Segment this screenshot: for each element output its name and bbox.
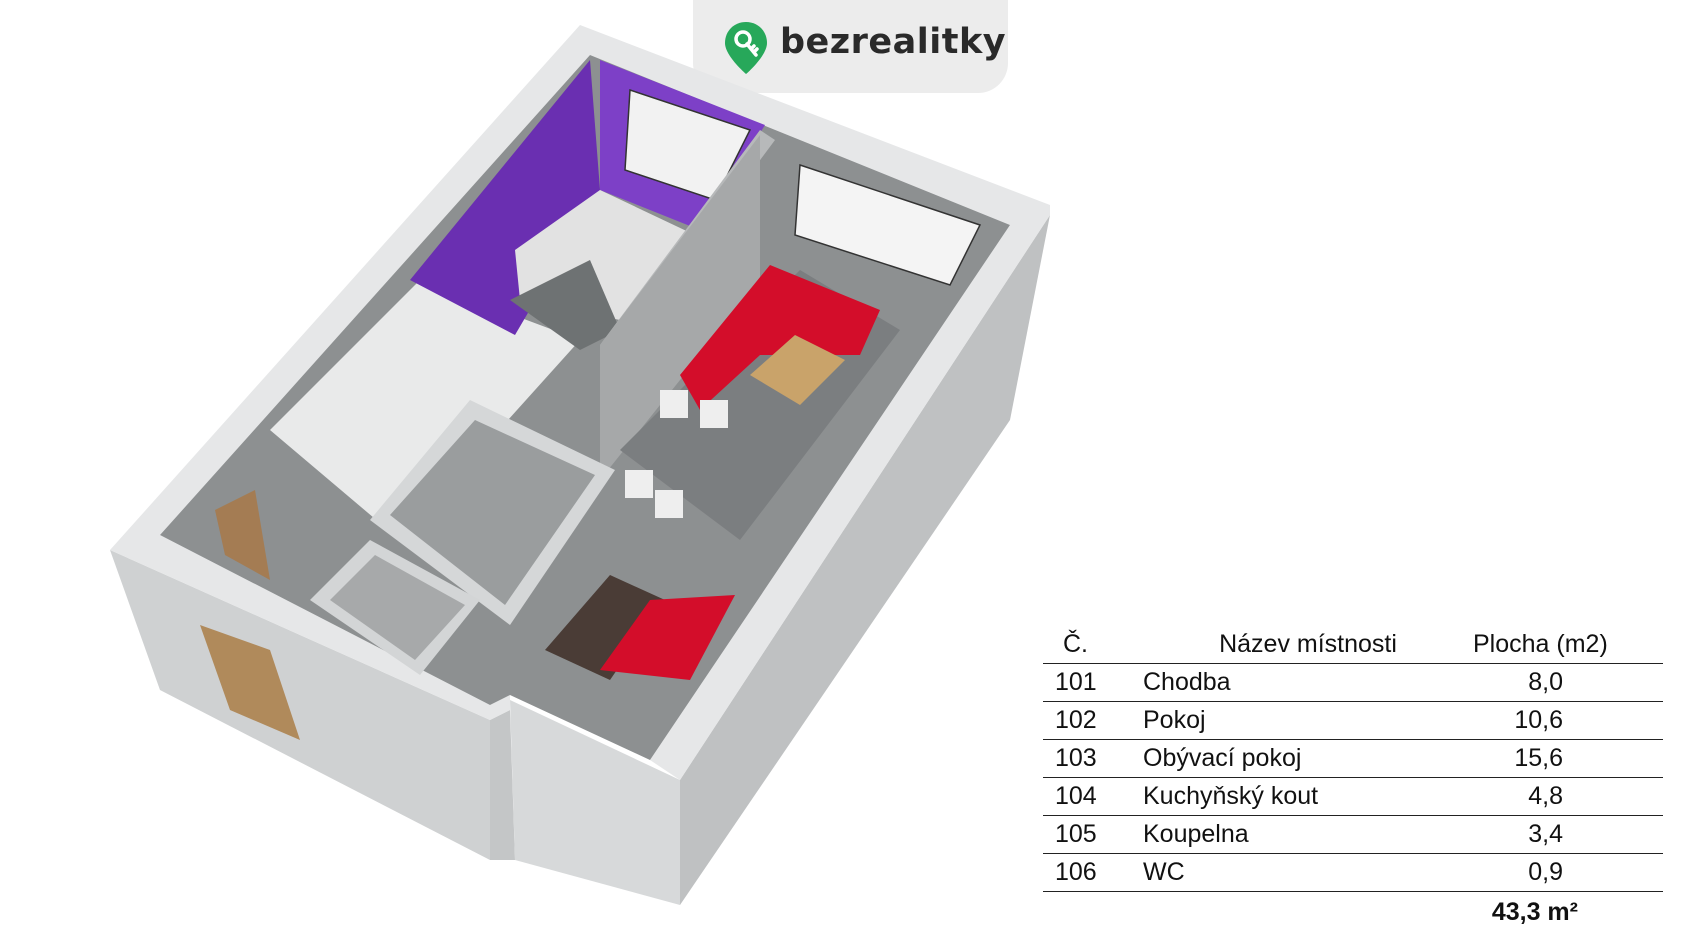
- interior-door: [215, 490, 270, 580]
- room-num: 101: [1043, 663, 1143, 702]
- kitchen-red: [600, 595, 735, 680]
- chair: [660, 390, 688, 418]
- room-name: WC: [1143, 853, 1473, 892]
- chair: [700, 400, 728, 428]
- room-num: 103: [1043, 739, 1143, 778]
- table-row: 104 Kuchyňský kout 4,8: [1043, 777, 1663, 816]
- room-name: Kuchyňský kout: [1143, 777, 1473, 816]
- room-num: 106: [1043, 853, 1143, 892]
- header-num: Č.: [1043, 625, 1143, 664]
- room-area: 3,4: [1528, 820, 1563, 848]
- table-row: 106 WC 0,9: [1043, 853, 1663, 892]
- bathroom-floor: [390, 420, 595, 605]
- room-name: Pokoj: [1143, 701, 1473, 740]
- outer-wall-right-face: [510, 700, 680, 905]
- room-area: 10,6: [1514, 706, 1563, 734]
- room-area: 15,6: [1514, 744, 1563, 772]
- room-area: 0,9: [1528, 858, 1563, 886]
- brand-name: bezrealitky: [780, 22, 1007, 62]
- sofa: [680, 265, 880, 410]
- floor-plan-3d: [110, 25, 1050, 905]
- hallway-floor: [270, 280, 580, 540]
- room-area: 8,0: [1528, 668, 1563, 696]
- table-row: 105 Koupelna 3,4: [1043, 815, 1663, 854]
- table-row: 103 Obývací pokoj 15,6: [1043, 739, 1663, 778]
- room-name: Chodba: [1143, 663, 1473, 702]
- room-name: Obývací pokoj: [1143, 739, 1473, 778]
- living-window: [794, 163, 982, 286]
- header-area: Plocha (m2): [1473, 625, 1663, 664]
- room-name: Koupelna: [1143, 815, 1473, 854]
- header-name: Název místnosti: [1143, 625, 1473, 664]
- outer-wall-far-right: [680, 215, 1050, 905]
- chair: [655, 490, 683, 518]
- room-table: Č. Název místnosti Plocha (m2) 101 Chodb…: [1043, 625, 1663, 932]
- table-header-row: Č. Název místnosti Plocha (m2): [1043, 625, 1663, 664]
- kitchen-counter: [545, 575, 665, 680]
- room-area: 4,8: [1528, 782, 1563, 810]
- wc-floor: [330, 555, 465, 660]
- table-row: 101 Chodba 8,0: [1043, 663, 1663, 702]
- entrance-door: [200, 625, 300, 740]
- key-pin-icon: [725, 22, 767, 74]
- chair: [625, 470, 653, 498]
- outer-wall-front-face: [490, 710, 515, 860]
- room-num: 105: [1043, 815, 1143, 854]
- partition-wall-face: [600, 135, 760, 480]
- bedroom-floor: [510, 260, 620, 350]
- dining-table: [750, 335, 845, 405]
- total-row: 43,3 m²: [1043, 892, 1663, 933]
- table-row: 102 Pokoj 10,6: [1043, 701, 1663, 740]
- total-area: 43,3 m²: [1491, 897, 1578, 926]
- room-num: 102: [1043, 701, 1143, 740]
- room-num: 104: [1043, 777, 1143, 816]
